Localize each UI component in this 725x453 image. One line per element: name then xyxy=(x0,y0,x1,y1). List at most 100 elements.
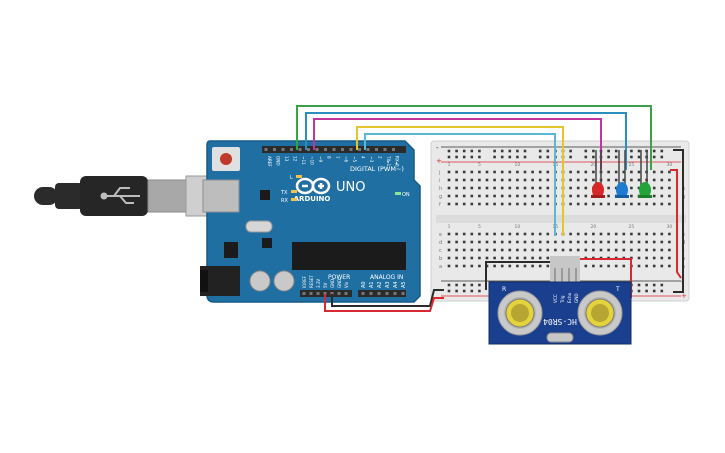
breadboard-hole xyxy=(538,240,542,244)
breadboard-hole xyxy=(516,256,519,260)
breadboard-hole xyxy=(455,232,458,236)
breadboard-hole xyxy=(462,170,466,174)
breadboard-hole xyxy=(592,248,595,252)
rail-hole xyxy=(516,155,519,159)
power-pin-label: 5V xyxy=(323,282,328,288)
power-pin-label: IOREF xyxy=(302,275,307,288)
breadboard-hole xyxy=(546,232,550,236)
breadboard-hole xyxy=(508,256,512,260)
row-letter: h xyxy=(439,186,442,192)
breadboard-hole xyxy=(455,202,458,206)
breadboard-hole xyxy=(576,178,580,182)
breadboard-hole xyxy=(607,248,610,252)
breadboard-hole xyxy=(576,186,580,190)
breadboard-hole xyxy=(584,232,588,236)
breadboard-hole xyxy=(485,240,489,244)
rail-hole xyxy=(447,155,451,159)
row-letter: a xyxy=(439,264,442,270)
breadboard-hole xyxy=(531,186,534,190)
breadboard-hole xyxy=(462,232,466,236)
breadboard-hole xyxy=(485,186,489,190)
breadboard-hole xyxy=(668,232,671,236)
breadboard-hole xyxy=(668,264,671,268)
breadboard-hole xyxy=(637,186,641,190)
breadboard-hole xyxy=(447,170,451,174)
rail-hole xyxy=(538,155,542,159)
breadboard-hole xyxy=(493,248,496,252)
column-number: 25 xyxy=(629,162,635,168)
wire-green xyxy=(296,105,652,170)
arduino-brand-text: ARDUINO xyxy=(294,195,331,203)
sensor-pin xyxy=(568,268,570,284)
breadboard-hole xyxy=(523,170,527,174)
breadboard-hole xyxy=(516,248,519,252)
row-letter: e xyxy=(439,232,442,238)
rail-hole xyxy=(592,155,595,159)
column-number: 5 xyxy=(478,162,481,168)
breadboard-hole xyxy=(538,194,542,198)
breadboard-hole xyxy=(455,240,458,244)
breadboard-hole xyxy=(546,186,550,190)
breadboard-hole xyxy=(592,202,595,206)
digital-pin-label: 2 xyxy=(378,156,383,159)
digital-pin xyxy=(383,148,387,151)
analog-header xyxy=(358,290,406,297)
on-label: ON xyxy=(402,192,410,198)
digital-pin xyxy=(307,148,310,151)
breadboard-hole xyxy=(478,264,481,268)
wire-magenta xyxy=(313,118,602,170)
rail-hole xyxy=(569,149,572,153)
analog-pin xyxy=(369,292,373,295)
breadboard-hole xyxy=(576,202,580,206)
breadboard-hole xyxy=(447,248,451,252)
rail-hole xyxy=(592,149,595,153)
breadboard-hole xyxy=(508,178,512,182)
digital-pin-label: ~11 xyxy=(301,156,306,165)
breadboard-hole xyxy=(538,248,542,252)
breadboard-hole xyxy=(470,256,474,260)
power-pin xyxy=(302,292,306,295)
analog-pin-label: A0 xyxy=(361,281,367,288)
rail-hole xyxy=(447,149,451,153)
usb-icon xyxy=(100,187,140,204)
rail-hole xyxy=(470,149,474,153)
breadboard-hole xyxy=(599,240,603,244)
rail-hole xyxy=(637,283,641,287)
breadboard-hole xyxy=(637,202,641,206)
breadboard-hole xyxy=(493,256,496,260)
breadboard-hole xyxy=(607,240,610,244)
rail-plus-bottom: + xyxy=(681,292,687,300)
wire-light-blue xyxy=(364,133,556,236)
breadboard-hole xyxy=(523,202,527,206)
power-pin xyxy=(323,292,327,295)
breadboard-hole xyxy=(478,202,481,206)
breadboard-hole xyxy=(516,194,519,198)
breadboard-hole xyxy=(546,240,550,244)
analog-pin xyxy=(385,292,389,295)
breadboard-hole xyxy=(584,264,588,268)
led-label-l: L xyxy=(290,175,293,181)
breadboard-hole xyxy=(516,232,519,236)
breadboard-hole xyxy=(599,202,603,206)
breadboard-hole xyxy=(493,170,496,174)
breadboard-hole xyxy=(485,232,489,236)
breadboard-hole xyxy=(531,170,534,174)
row-letter: c xyxy=(439,248,442,254)
rail-hole xyxy=(493,149,496,153)
breadboard-hole xyxy=(668,186,671,190)
breadboard-hole xyxy=(622,202,626,206)
breadboard-hole xyxy=(447,264,451,268)
breadboard-hole xyxy=(660,178,664,182)
breadboard-hole xyxy=(614,264,618,268)
rail-hole xyxy=(630,155,633,159)
breadboard-hole xyxy=(523,240,527,244)
breadboard-hole xyxy=(668,202,671,206)
breadboard-hole xyxy=(455,178,458,182)
breadboard-hole xyxy=(645,240,648,244)
breadboard-hole xyxy=(478,256,481,260)
breadboard-hole xyxy=(455,186,458,190)
breadboard-hole xyxy=(500,248,504,252)
breadboard-hole xyxy=(493,178,496,182)
